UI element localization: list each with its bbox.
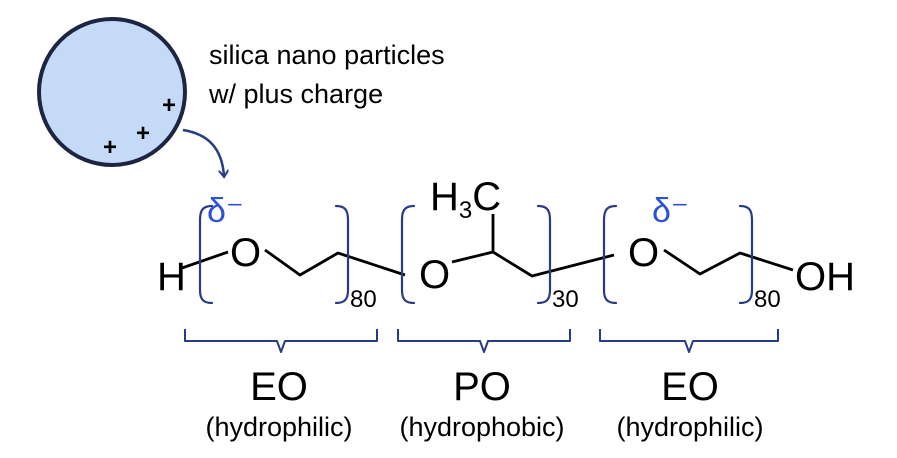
bracket-po-left bbox=[400, 204, 416, 305]
plus-charge-2: + bbox=[136, 120, 150, 147]
block-braces bbox=[184, 329, 779, 353]
silica-particle bbox=[37, 17, 187, 167]
particle-note-line-2: w/ plus charge bbox=[208, 79, 383, 109]
oxygen-eo1: O bbox=[230, 231, 261, 275]
block-label-eo1: EO bbox=[250, 365, 308, 409]
repeat-count-po: 30 bbox=[552, 286, 579, 313]
plus-charge-1: + bbox=[103, 134, 117, 161]
repeat-count-eo1: 80 bbox=[350, 286, 377, 313]
methyl-group: H3C bbox=[430, 175, 501, 224]
bracket-eo1-right bbox=[334, 204, 350, 305]
block-property-eo1: (hydrophilic) bbox=[205, 412, 352, 442]
bracket-eo1-left bbox=[198, 204, 214, 305]
brace-eo2 bbox=[599, 329, 779, 353]
oxygen-po: O bbox=[419, 253, 450, 297]
brace-po bbox=[397, 329, 571, 353]
partial-charge-eo2: δ⁻ bbox=[652, 192, 689, 230]
repeat-brackets bbox=[198, 204, 754, 305]
hydroxyl-end: OH bbox=[795, 255, 855, 299]
brace-eo1 bbox=[184, 329, 378, 353]
bracket-po-right bbox=[536, 204, 552, 305]
particle-note-line-1: silica nano particles bbox=[209, 40, 445, 70]
bracket-eo2-right bbox=[738, 204, 754, 305]
repeat-count-eo2: 80 bbox=[754, 286, 781, 313]
chain-bonds bbox=[181, 214, 794, 278]
partial-charge-eo1: δ⁻ bbox=[207, 192, 244, 230]
oxygen-eo2: O bbox=[628, 231, 659, 275]
block-property-po: (hydrophobic) bbox=[399, 412, 564, 442]
plus-charge-3: + bbox=[162, 92, 176, 119]
bracket-eo2-left bbox=[602, 204, 618, 305]
hydrogen-end: H bbox=[157, 255, 186, 299]
block-label-po: PO bbox=[453, 365, 511, 409]
block-property-eo2: (hydrophilic) bbox=[616, 412, 763, 442]
attraction-arrow bbox=[182, 128, 224, 176]
block-label-eo2: EO bbox=[661, 365, 719, 409]
